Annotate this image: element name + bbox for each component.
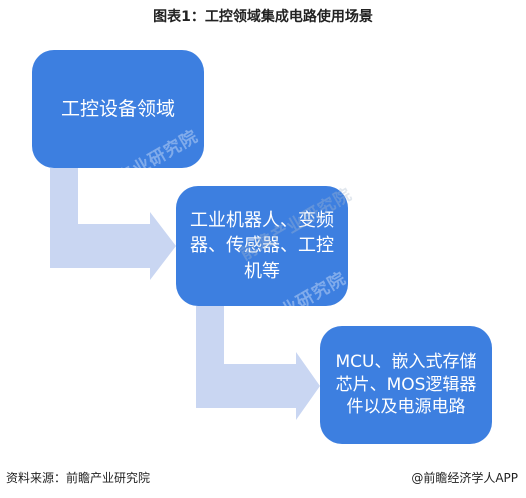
flow-arrow-1 xyxy=(50,168,176,280)
box-1-label: 工控设备领域 xyxy=(60,97,175,120)
figure-title: 图表1：工控领域集成电路使用场景 xyxy=(153,9,373,25)
box-2-label: 工业机器人、变频器、传感器、工控机等 xyxy=(190,210,334,282)
box-industrial-control-field: 工控设备领域 xyxy=(32,50,204,168)
box-equipment-types: 工业机器人、变频器、传感器、工控机等 xyxy=(176,186,348,306)
flow-arrow-2 xyxy=(196,306,320,420)
source-note: 资料来源：前瞻产业研究院 xyxy=(6,471,151,485)
box-3-label: MCU、嵌入式存储芯片、MOS逻辑器件以及电源电路 xyxy=(335,351,477,418)
box-ic-components: MCU、嵌入式存储芯片、MOS逻辑器件以及电源电路 xyxy=(320,326,492,444)
brand-credit: @前瞻经济学人APP xyxy=(411,471,518,485)
